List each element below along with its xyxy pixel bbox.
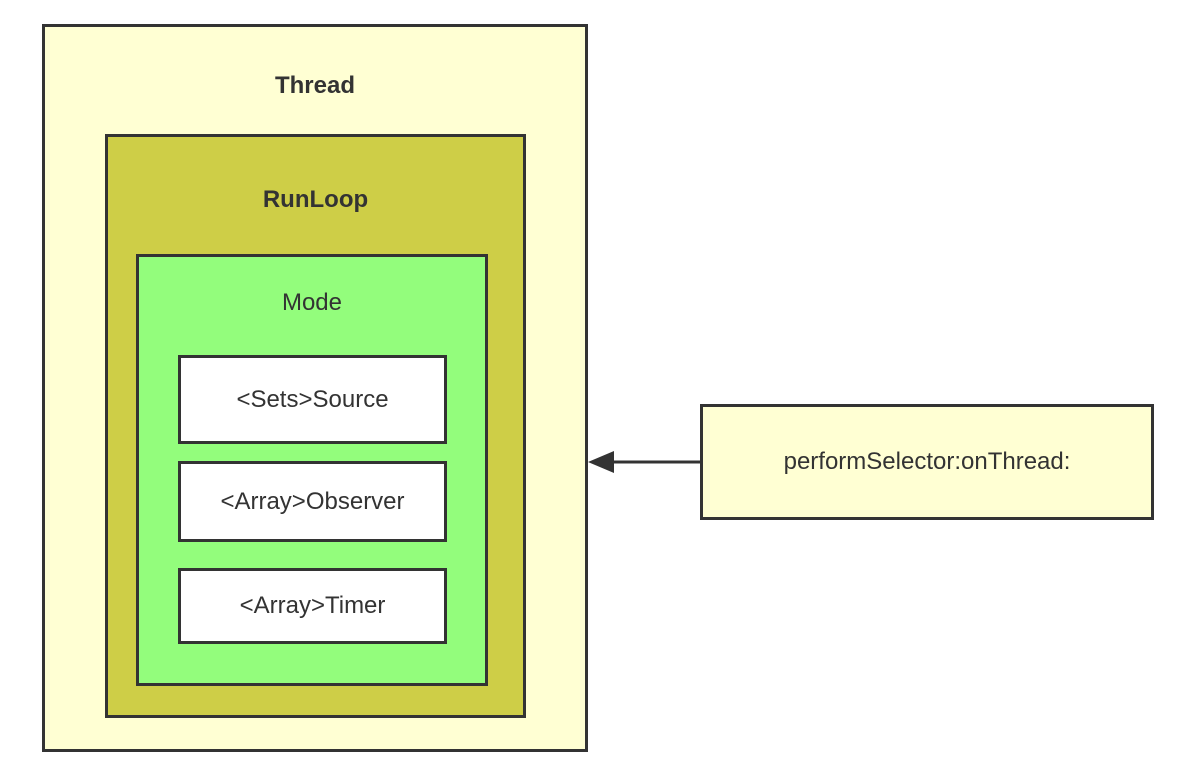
mode-item-label: <Sets>Source — [236, 385, 389, 413]
runloop-label: RunLoop — [262, 186, 369, 213]
mode-item-label: <Array>Timer — [239, 592, 386, 619]
mode-item-label: <Array>Observer — [220, 487, 405, 515]
perform-selector-label: performSelector:onThread: — [783, 448, 1071, 475]
mode-label: Mode — [281, 289, 343, 316]
mode-item-timer: <Array>Timer — [178, 568, 447, 644]
mode-item-source: <Sets>Source — [178, 355, 447, 444]
mode-item-observer: <Array>Observer — [178, 461, 447, 542]
thread-label: Thread — [274, 72, 355, 99]
arrow-head-icon — [588, 451, 614, 473]
perform-selector-box: performSelector:onThread: — [700, 404, 1154, 520]
